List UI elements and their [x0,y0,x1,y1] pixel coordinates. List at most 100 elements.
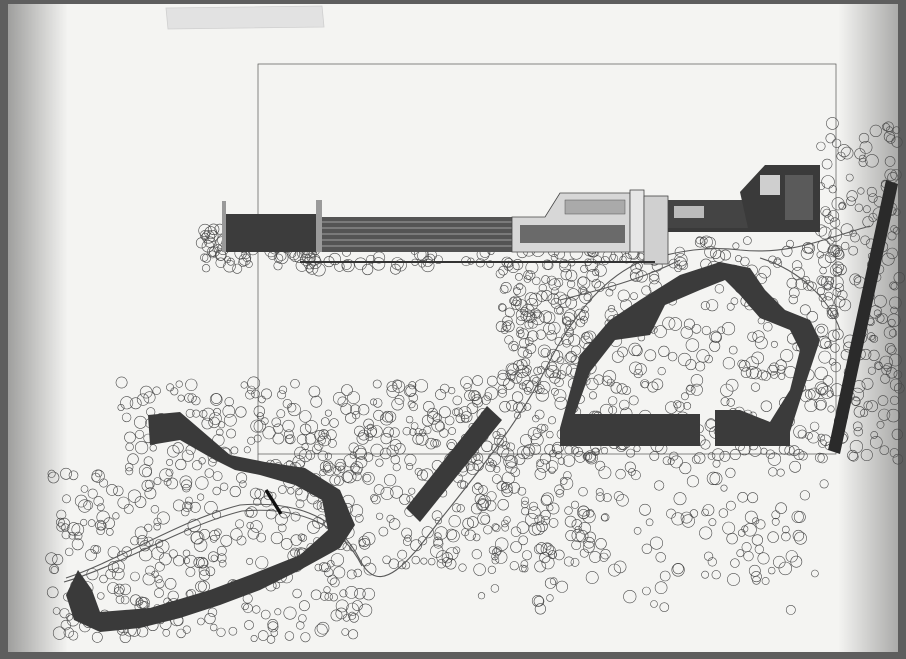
tree-canopy-icon [93,496,104,507]
tree-canopy-icon [695,236,704,245]
tree-canopy-icon [391,257,404,270]
tree-canopy-icon [589,551,601,563]
tree-canopy-icon [712,250,726,263]
tree-canopy-icon [199,569,211,581]
tree-canopy-icon [159,552,172,566]
tree-canopy-icon [106,484,118,496]
tree-canopy-icon [789,460,801,473]
tree-canopy-icon [496,427,506,437]
tree-canopy-icon [775,502,787,515]
tree-canopy-icon [308,385,321,398]
tree-canopy-icon [559,477,568,485]
tree-canopy-icon [563,471,572,480]
tree-canopy-icon [586,377,599,391]
tree-canopy-icon [629,268,644,282]
tree-canopy-icon [534,603,547,615]
tree-canopy-icon [532,276,541,286]
tree-canopy-icon [197,617,205,626]
tree-canopy-icon [453,407,463,417]
tree-canopy-icon [747,492,759,504]
tree-canopy-icon [820,275,834,289]
tree-canopy-icon [441,556,452,567]
tree-canopy-icon [778,372,786,380]
tree-canopy-icon [630,292,638,300]
tree-canopy-icon [534,468,547,480]
tree-canopy-icon [165,468,174,477]
tree-canopy-icon [566,279,576,289]
tree-canopy-icon [296,621,305,630]
tree-canopy-icon [634,363,647,376]
tree-canopy-icon [404,453,417,466]
tree-canopy-icon [520,560,529,568]
tree-canopy-icon [890,225,898,233]
tree-canopy-icon [681,392,689,401]
tree-canopy-icon [799,304,811,316]
tree-canopy-icon [457,479,467,489]
tree-canopy-icon [720,397,730,406]
tree-canopy-icon [379,412,393,426]
tree-canopy-icon [560,268,572,281]
tree-canopy-icon [402,427,411,436]
tree-canopy-icon [881,122,890,131]
tree-canopy-icon [505,461,518,474]
tree-canopy-icon [521,507,530,516]
tree-canopy-icon [501,523,510,532]
tree-canopy-icon [345,602,359,616]
tree-canopy-icon [335,599,349,613]
tree-canopy-icon [392,380,406,393]
tree-canopy-icon [499,284,509,294]
tree-canopy-icon [683,401,692,410]
tree-canopy-icon [709,340,721,352]
tree-canopy-icon [125,467,134,476]
tree-canopy-icon [145,565,156,576]
tree-canopy-icon [799,490,811,501]
tree-canopy-icon [267,619,279,630]
tree-canopy-icon [52,607,61,615]
tree-canopy-icon [817,326,825,334]
tree-canopy-icon [701,325,712,336]
tree-canopy-icon [541,556,555,570]
tree-canopy-icon [546,275,557,286]
tree-canopy-icon [212,471,223,481]
tree-canopy-icon [624,461,636,473]
tree-canopy-icon [464,529,476,541]
tree-canopy-icon [314,623,328,637]
tree-canopy-icon [151,570,159,578]
tree-canopy-icon [312,263,326,277]
tree-canopy-icon [649,273,660,285]
tree-canopy-icon [649,451,660,461]
tree-canopy-icon [607,281,617,291]
tree-canopy-icon [80,485,89,493]
tree-canopy-icon [386,384,400,398]
tree-canopy-icon [496,437,504,446]
tree-canopy-icon [873,309,882,317]
tree-canopy-icon [401,527,413,539]
tree-canopy-icon [846,196,856,206]
tree-canopy-icon [552,369,562,379]
tree-canopy-icon [633,526,642,535]
tree-canopy-icon [296,434,308,445]
tree-canopy-icon [154,588,164,598]
tree-canopy-icon [458,406,472,420]
tree-canopy-icon [556,306,565,315]
tree-canopy-icon [373,409,384,421]
tree-canopy-icon [246,521,254,530]
tree-canopy-icon [662,456,672,466]
tree-canopy-icon [891,428,903,441]
tree-canopy-icon [152,386,161,395]
tree-canopy-icon [185,408,195,418]
tree-canopy-icon [153,477,162,485]
tree-canopy-icon [771,510,781,520]
tree-canopy-icon [366,427,377,437]
tree-canopy-icon [394,259,407,272]
tree-canopy-icon [408,381,417,390]
tree-canopy-icon [319,468,327,477]
tree-canopy-icon [94,469,103,478]
tree-canopy-icon [595,488,604,496]
tree-canopy-icon [349,451,357,459]
tree-canopy-icon [384,411,397,423]
tree-canopy-icon [404,534,412,542]
tree-canopy-icon [166,458,174,466]
tree-canopy-icon [273,261,283,271]
tree-canopy-icon [826,304,838,316]
